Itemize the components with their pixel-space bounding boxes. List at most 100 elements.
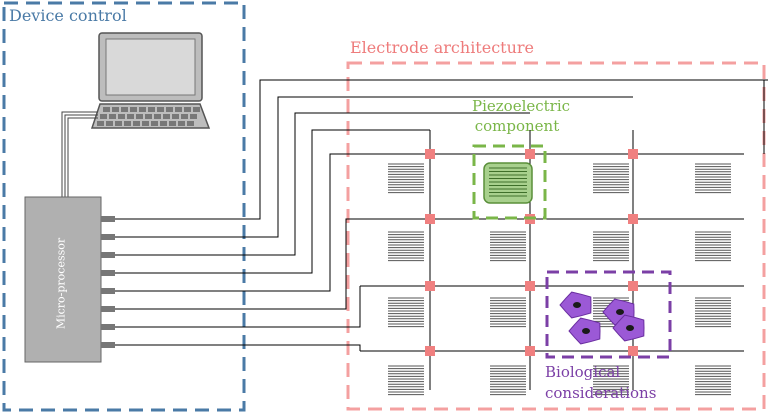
cell-icon — [612, 314, 645, 342]
cell-nucleus — [626, 325, 634, 331]
electrode-pad — [591, 162, 631, 196]
microprocessor-pin — [101, 288, 115, 294]
keyboard-key — [100, 114, 107, 119]
routing-wire — [115, 112, 530, 256]
keyboard-key — [160, 121, 167, 126]
usb-cable — [61, 111, 98, 198]
biological-label-line1: Biological — [545, 363, 621, 381]
junction-marker — [628, 281, 638, 291]
biological-label-line2: considerations — [545, 384, 657, 402]
microprocessor-pin — [101, 216, 115, 222]
electrode-pad — [693, 364, 733, 398]
microprocessor-pin — [101, 324, 115, 330]
device-control-label: Device control — [9, 6, 127, 25]
keyboard-key — [187, 121, 194, 126]
keyboard-key — [130, 107, 137, 112]
keyboard-key — [97, 121, 104, 126]
electrode-pad — [488, 296, 528, 330]
keyboard-key — [163, 114, 170, 119]
electrode-pad — [591, 230, 631, 264]
piezoelectric-label-line2: component — [474, 117, 560, 135]
electrode-pad — [386, 296, 426, 330]
keyboard-key — [151, 121, 158, 126]
keyboard-key — [139, 107, 146, 112]
cell-nucleus — [582, 328, 590, 334]
electrode-architecture-label: Electrode architecture — [350, 38, 535, 57]
electrode-pad — [693, 230, 733, 264]
microprocessor-pin — [101, 342, 115, 348]
keyboard-key — [112, 107, 119, 112]
keyboard-key — [148, 107, 155, 112]
electrode-pad — [488, 364, 528, 398]
keyboard-key — [136, 114, 143, 119]
cell-icon — [559, 291, 592, 319]
cell-icon — [568, 317, 601, 345]
keyboard-key — [157, 107, 164, 112]
electrode-pad — [386, 364, 426, 398]
keyboard-key — [127, 114, 134, 119]
keyboard-key — [181, 114, 188, 119]
keyboard-key — [142, 121, 149, 126]
keyboard-key — [103, 107, 110, 112]
keyboard-key — [175, 107, 182, 112]
keyboard-key — [169, 121, 176, 126]
junction-marker — [425, 346, 435, 356]
keyboard-key — [115, 121, 122, 126]
microprocessor-pin — [101, 306, 115, 312]
electrode-pad — [591, 364, 631, 398]
routing-wires — [115, 79, 768, 351]
biological-considerations-box — [545, 270, 672, 359]
electrode-pads — [386, 162, 733, 398]
cell-nucleus — [616, 309, 624, 315]
junction-marker — [425, 281, 435, 291]
keyboard-key — [109, 114, 116, 119]
keyboard-key — [184, 107, 191, 112]
electrode-pad — [386, 230, 426, 264]
keyboard-key — [193, 107, 200, 112]
cell-nucleus — [573, 302, 581, 308]
piezoelectric-label: Piezoelectric component — [472, 96, 570, 136]
keyboard-key — [190, 114, 197, 119]
routing-wire — [115, 129, 430, 274]
biological-cells — [559, 291, 645, 345]
junction-marker — [525, 281, 535, 291]
junction-marker — [628, 214, 638, 224]
junction-marker — [425, 214, 435, 224]
keyboard-key — [178, 121, 185, 126]
electrode-pad — [693, 162, 733, 196]
device-control-box — [2, 1, 246, 412]
electrode-pad — [488, 230, 528, 264]
keyboard-key — [166, 107, 173, 112]
junction-marker — [628, 346, 638, 356]
keyboard-key — [118, 114, 125, 119]
junction-marker — [525, 149, 535, 159]
routing-wire — [115, 153, 360, 292]
microprocessor-pin — [101, 252, 115, 258]
laptop-computer-icon — [90, 32, 211, 129]
keyboard-key — [133, 121, 140, 126]
piezoelectric-box — [472, 144, 547, 220]
piezoelectric-label-line1: Piezoelectric — [472, 97, 571, 115]
keyboard-key — [154, 114, 161, 119]
routing-wire — [115, 286, 361, 328]
piezoelectric-component — [472, 144, 547, 220]
microprocessor-chip — [24, 196, 115, 363]
junction-marker — [425, 149, 435, 159]
keyboard-key — [121, 107, 128, 112]
keyboard-key — [172, 114, 179, 119]
junction-marker — [628, 149, 638, 159]
electrode-pad — [693, 296, 733, 330]
keyboard-key — [106, 121, 113, 126]
biological-label: Biological considerations — [545, 362, 675, 404]
keyboard-key — [145, 114, 152, 119]
routing-wire — [115, 218, 360, 310]
microprocessor-label: Micro-processor — [54, 237, 68, 330]
routing-wire — [115, 344, 361, 351]
routing-wire — [115, 79, 768, 220]
routing-wire — [115, 96, 633, 238]
electrode-architecture-box — [346, 61, 766, 411]
keyboard-key — [124, 121, 131, 126]
electrode-pad — [386, 162, 426, 196]
microprocessor-pin — [101, 270, 115, 276]
